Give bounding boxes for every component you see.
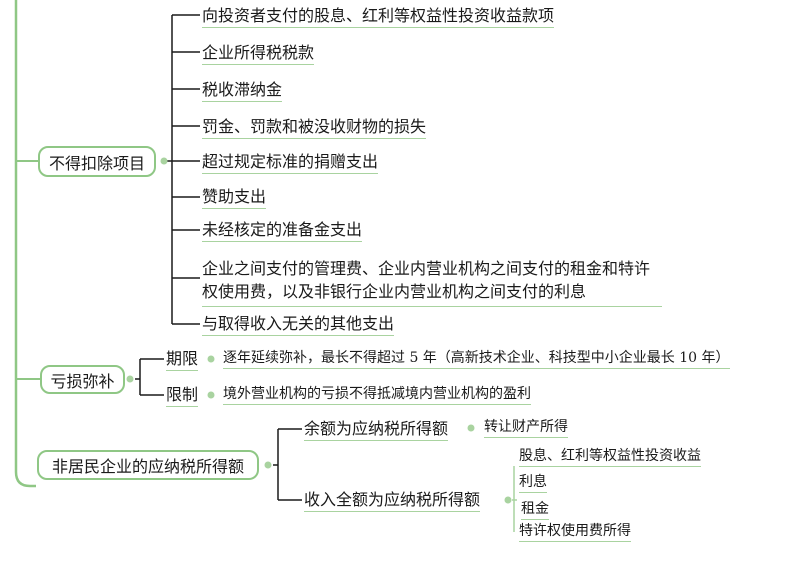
nonresident-full-item-2: 利息 xyxy=(519,475,547,493)
nonresident-balance-label: 余额为应纳税所得额 xyxy=(304,421,449,441)
nonresident-full-label: 收入全额为应纳税所得额 xyxy=(304,492,481,512)
loss-term-label: 期限 xyxy=(166,351,199,371)
node-loss-label: 亏损弥补 xyxy=(50,371,115,391)
node-loss[interactable]: 亏损弥补 xyxy=(40,365,125,394)
no-deduct-item-7: 未经核定的准备金支出 xyxy=(202,222,363,242)
no-deduct-item-9: 与取得收入无关的其他支出 xyxy=(202,316,395,336)
loss-limit-detail: 境外营业机构的亏损不得抵减境内营业机构的盈利 xyxy=(223,387,531,405)
node-nonresident-label: 非居民企业的应纳税所得额 xyxy=(51,457,244,476)
no-deduct-item-2: 企业所得税税款 xyxy=(202,45,315,65)
nonresident-balance-detail: 转让财产所得 xyxy=(484,420,568,438)
loss-term-detail: 逐年延续弥补，最长不得超过 5 年（高新技术企业、科技型中小企业最长 10 年） xyxy=(223,351,730,369)
no-deduct-item-5: 超过规定标准的捐赠支出 xyxy=(202,154,379,174)
node-no-deduct[interactable]: 不得扣除项目 xyxy=(38,146,156,177)
node-nonresident[interactable]: 非居民企业的应纳税所得额 xyxy=(37,450,259,480)
nonresident-full-item-4: 特许权使用费所得 xyxy=(519,524,631,542)
node-no-deduct-label: 不得扣除项目 xyxy=(48,153,145,173)
loss-limit-label: 限制 xyxy=(166,387,199,407)
no-deduct-item-3: 税收滞纳金 xyxy=(202,82,283,102)
no-deduct-item-4: 罚金、罚款和被没收财物的损失 xyxy=(202,119,427,139)
nonresident-full-item-1: 股息、红利等权益性投资收益 xyxy=(519,449,701,467)
no-deduct-item-6: 赞助支出 xyxy=(202,189,267,209)
no-deduct-item-8: 企业之间支付的管理费、企业内营业机构之间支付的租金和特许权使用费，以及非银行企业… xyxy=(202,257,662,307)
no-deduct-item-1: 向投资者支付的股息、红利等权益性投资收益款项 xyxy=(202,8,555,28)
nonresident-full-item-3: 租金 xyxy=(521,502,549,520)
